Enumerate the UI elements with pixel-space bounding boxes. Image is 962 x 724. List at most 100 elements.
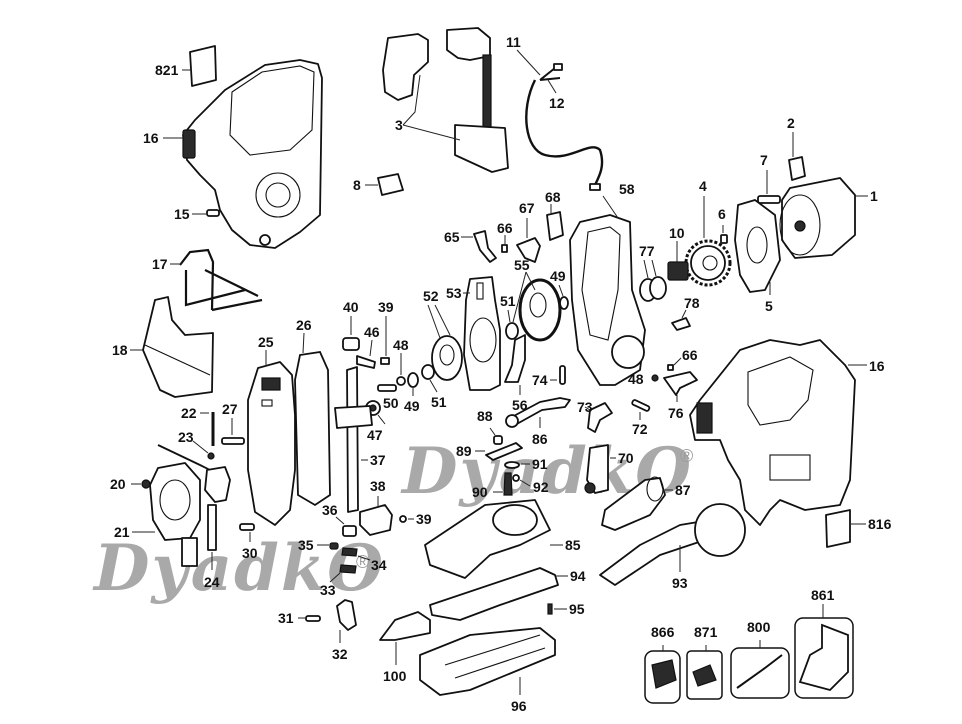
part-39-screw-b: 39 xyxy=(399,511,432,527)
part-88-pin: 88 xyxy=(477,408,503,445)
svg-text:94: 94 xyxy=(570,568,586,584)
part-10-pinion-shaft: 10 xyxy=(667,225,689,281)
svg-text:34: 34 xyxy=(371,557,387,573)
part-77-bearings: 77 xyxy=(639,243,667,302)
svg-text:16: 16 xyxy=(869,358,885,374)
svg-text:72: 72 xyxy=(632,421,648,437)
part-92-nut: 92 xyxy=(512,474,549,495)
svg-text:24: 24 xyxy=(204,574,220,590)
accessory-800-blade: 800 xyxy=(730,619,790,699)
svg-text:93: 93 xyxy=(672,575,688,591)
part-38-blade-clamp: 38 xyxy=(359,478,393,536)
svg-text:96: 96 xyxy=(511,698,527,714)
part-95-screw: 95 xyxy=(547,601,585,617)
svg-text:35: 35 xyxy=(298,537,314,553)
part-2-brush-clip: 2 xyxy=(787,115,806,181)
part-85-shoe-housing: 85 xyxy=(424,499,581,579)
svg-text:47: 47 xyxy=(367,427,383,443)
svg-text:31: 31 xyxy=(278,610,294,626)
svg-text:39: 39 xyxy=(378,299,394,315)
svg-text:816: 816 xyxy=(868,516,892,532)
part-15-screw: 15 xyxy=(174,206,220,222)
svg-text:52: 52 xyxy=(423,288,439,304)
part-91-washer: 91 xyxy=(504,456,548,472)
svg-text:86: 86 xyxy=(532,431,548,447)
part-821-label-plate: 821 xyxy=(155,45,217,87)
svg-text:53: 53 xyxy=(446,285,462,301)
svg-text:20: 20 xyxy=(110,476,126,492)
part-53-guide-plate: 53 xyxy=(446,276,501,391)
svg-text:38: 38 xyxy=(370,478,386,494)
svg-text:25: 25 xyxy=(258,334,274,350)
svg-text:26: 26 xyxy=(296,317,312,333)
part-55-gear-wheel: 55 xyxy=(512,257,562,342)
part-7-screw: 7 xyxy=(757,152,781,204)
part-8-switch-button: 8 xyxy=(353,173,404,196)
svg-text:866: 866 xyxy=(651,624,675,640)
svg-text:32: 32 xyxy=(332,646,348,662)
svg-text:48: 48 xyxy=(628,371,644,387)
part-94-shoe-plate: 94 xyxy=(429,567,586,621)
part-49-washer-b: 49 xyxy=(404,372,420,414)
part-72-pin: 72 xyxy=(631,399,651,437)
part-32-blade-holder: 32 xyxy=(332,599,357,662)
svg-text:74: 74 xyxy=(532,372,548,388)
part-20-screw: 20 xyxy=(110,476,151,492)
part-816-label-plate: 816 xyxy=(825,509,892,548)
svg-text:37: 37 xyxy=(370,452,386,468)
part-30-screw: 30 xyxy=(239,523,258,561)
svg-text:1: 1 xyxy=(870,188,878,204)
part-49-washer: 49 xyxy=(550,268,569,310)
svg-text:18: 18 xyxy=(112,342,128,358)
accessory-861-case: 861 xyxy=(794,587,854,699)
svg-text:36: 36 xyxy=(322,502,338,518)
svg-text:67: 67 xyxy=(519,200,535,216)
svg-text:68: 68 xyxy=(545,189,561,205)
svg-text:85: 85 xyxy=(565,537,581,553)
part-68-cam-plate: 68 xyxy=(545,189,564,241)
svg-text:30: 30 xyxy=(242,545,258,561)
watermark-registered-mark: ® xyxy=(680,446,693,466)
svg-text:51: 51 xyxy=(500,293,516,309)
svg-text:8: 8 xyxy=(353,177,361,193)
part-52-counterweight: 52 xyxy=(423,288,463,381)
part-51-bushing-b: 51 xyxy=(421,364,447,410)
part-39-screw: 39 xyxy=(378,299,394,365)
part-34-pad: 34 xyxy=(341,547,387,573)
part-58-gearcase: 58 xyxy=(569,181,646,386)
part-51-bushing: 51 xyxy=(500,293,519,340)
part-74-pin: 74 56 xyxy=(512,365,566,413)
svg-text:66: 66 xyxy=(682,347,698,363)
svg-text:6: 6 xyxy=(718,206,726,222)
part-66-spring: 66 xyxy=(497,220,513,253)
part-66-spring-b: 66 xyxy=(667,347,698,371)
part-37-plunger: 37 xyxy=(334,366,386,513)
svg-text:7: 7 xyxy=(760,152,768,168)
svg-text:11: 11 xyxy=(506,34,521,50)
svg-text:89: 89 xyxy=(456,443,472,459)
svg-text:27: 27 xyxy=(222,401,238,417)
part-46-plate: 46 xyxy=(356,324,380,369)
svg-text:50: 50 xyxy=(383,395,399,411)
part-100-shoe-cover: 100 xyxy=(379,611,431,684)
part-73-roller-arm: 73 xyxy=(577,399,613,433)
svg-text:39: 39 xyxy=(416,511,432,527)
part-25-gear-housing-plate: 25 xyxy=(247,334,296,526)
part-87-battery-connector: 87 xyxy=(601,476,691,531)
svg-text:48: 48 xyxy=(393,337,409,353)
part-67-cam: 67 xyxy=(516,200,541,263)
part-96-base: 96 xyxy=(419,627,556,714)
watermark-registered-mark: ® xyxy=(356,552,369,572)
part-50-bolt: 50 xyxy=(377,384,399,411)
svg-text:66: 66 xyxy=(497,220,513,236)
svg-text:21: 21 xyxy=(114,524,130,540)
svg-text:821: 821 xyxy=(155,62,179,78)
part-36-block: 36 xyxy=(322,502,357,537)
part-48-nut-b: 48 xyxy=(628,371,659,387)
svg-text:49: 49 xyxy=(404,398,420,414)
part-21-dust-cover: 21 xyxy=(114,444,211,567)
svg-text:871: 871 xyxy=(694,624,718,640)
accessory-866-battery: 866 xyxy=(644,624,681,704)
part-22-screw: 22 xyxy=(181,405,215,446)
